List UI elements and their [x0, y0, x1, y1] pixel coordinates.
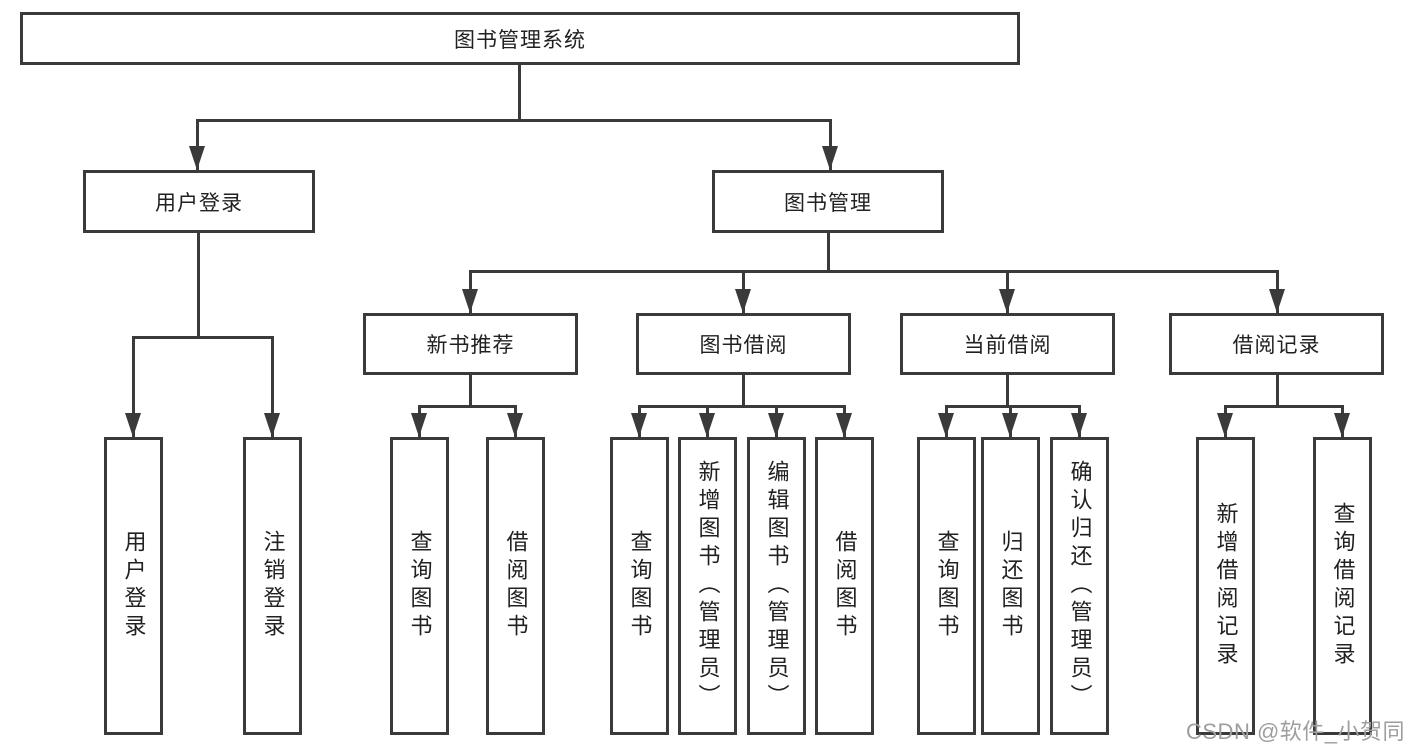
connector-line	[945, 405, 1081, 408]
leaf-user-login: 用户登录	[104, 437, 163, 735]
node-current-borrowing: 当前借阅	[900, 313, 1115, 375]
arrow-down-icon	[411, 413, 427, 437]
connector-line	[418, 405, 517, 408]
connector-line	[1224, 405, 1344, 408]
leaf-query-borrow-record: 查询借阅记录	[1313, 437, 1372, 735]
connector-line	[271, 336, 274, 437]
arrow-down-icon	[822, 146, 838, 170]
arrow-down-icon	[189, 146, 205, 170]
arrow-down-icon	[938, 413, 954, 437]
node-library-management-system: 图书管理系统	[20, 12, 1020, 65]
connector-line	[829, 119, 832, 170]
leaf-logout: 注销登录	[243, 437, 302, 735]
connector-line	[132, 336, 135, 437]
arrow-down-icon	[699, 413, 715, 437]
connector-line	[827, 231, 830, 272]
node-book-management-branch: 图书管理	[712, 170, 944, 233]
leaf-query-books-recommend: 查询图书	[390, 437, 449, 735]
arrow-down-icon	[507, 413, 523, 437]
connector-line	[469, 270, 1279, 273]
arrow-down-icon	[999, 289, 1015, 313]
leaf-confirm-return-admin: 确认归还（管理员）	[1050, 437, 1109, 735]
arrow-down-icon	[1002, 413, 1018, 437]
node-borrowing-records: 借阅记录	[1169, 313, 1384, 375]
connector-line	[196, 119, 199, 170]
leaf-query-books-borrowing: 查询图书	[610, 437, 669, 735]
arrow-down-icon	[462, 289, 478, 313]
node-new-book-recommendation: 新书推荐	[363, 313, 578, 375]
arrow-down-icon	[1071, 413, 1087, 437]
connector-line	[132, 336, 274, 339]
connector-line	[518, 63, 521, 121]
leaf-borrow-books-recommend: 借阅图书	[486, 437, 545, 735]
node-book-borrowing: 图书借阅	[636, 313, 851, 375]
connector-line	[1006, 373, 1009, 408]
connector-line	[1276, 373, 1279, 408]
arrow-down-icon	[1269, 289, 1285, 313]
leaf-borrow-books: 借阅图书	[815, 437, 874, 735]
arrow-down-icon	[125, 413, 141, 437]
leaf-add-books-admin: 新增图书（管理员）	[678, 437, 737, 735]
csdn-watermark: CSDN @软件_小贺同学	[1186, 719, 1405, 744]
arrow-down-icon	[768, 413, 784, 437]
connector-line	[197, 231, 200, 338]
arrow-down-icon	[264, 413, 280, 437]
arrow-down-icon	[1217, 413, 1233, 437]
connector-line	[638, 405, 846, 408]
leaf-add-borrow-record: 新增借阅记录	[1196, 437, 1255, 735]
connector-line	[469, 373, 472, 408]
arrow-down-icon	[1334, 413, 1350, 437]
arrow-down-icon	[735, 289, 751, 313]
arrow-down-icon	[836, 413, 852, 437]
connector-line	[742, 373, 745, 408]
leaf-return-books: 归还图书	[981, 437, 1040, 735]
connector-line	[196, 119, 832, 122]
leaf-edit-books-admin: 编辑图书（管理员）	[747, 437, 806, 735]
leaf-query-books-current: 查询图书	[917, 437, 976, 735]
node-user-login-branch: 用户登录	[83, 170, 315, 233]
arrow-down-icon	[631, 413, 647, 437]
